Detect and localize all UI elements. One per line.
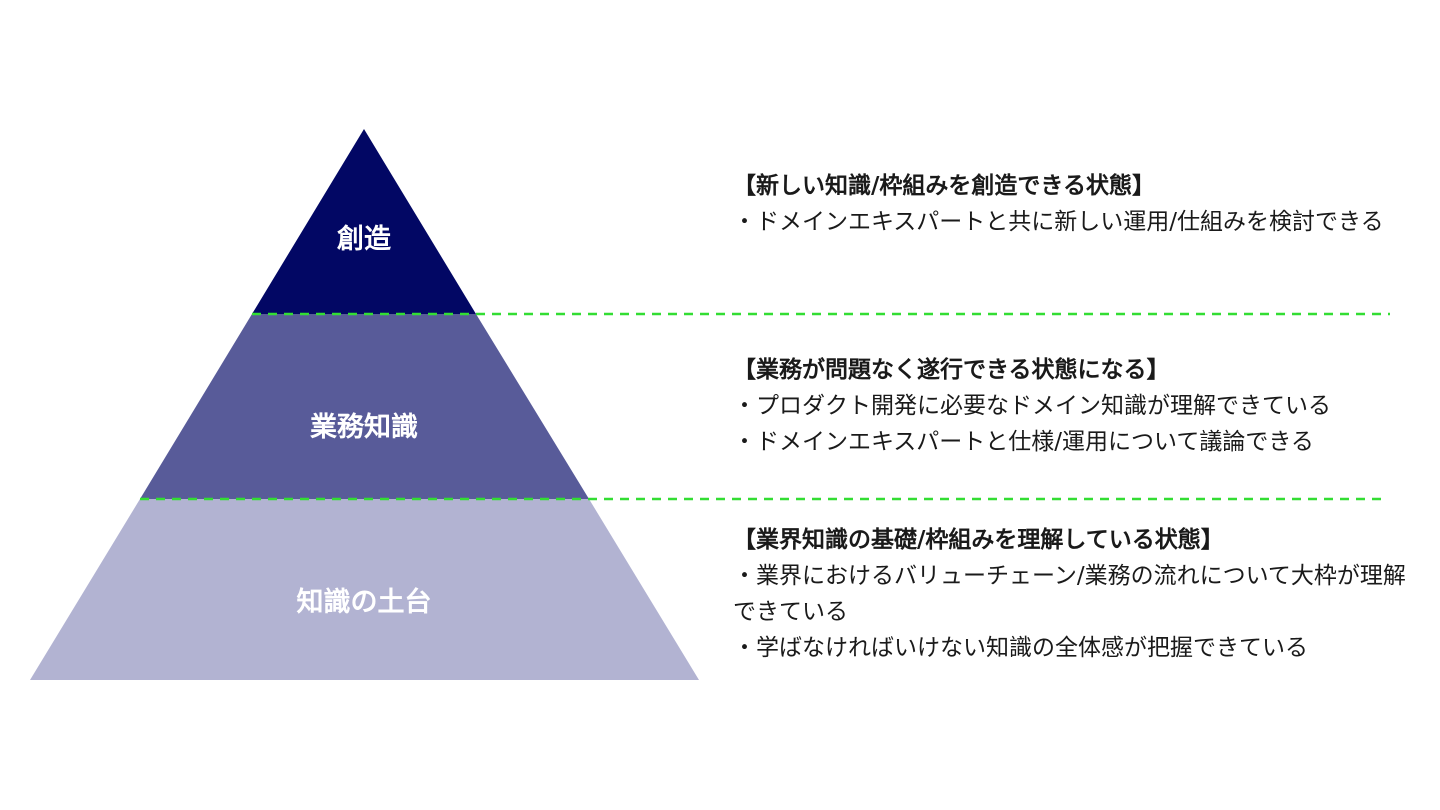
- description-middle-bullet-2: ・ドメインエキスパートと仕様/運用について議論できる: [733, 429, 1314, 455]
- description-bottom: 【業界知識の基礎/枠組みを理解している状態】 ・業界におけるバリューチェーン/業…: [733, 522, 1413, 666]
- description-bottom-heading: 【業界知識の基礎/枠組みを理解している状態】: [733, 527, 1224, 553]
- description-bottom-bullet-2: ・学ばなければいけない知識の全体感が把握できている: [733, 635, 1308, 661]
- description-middle-bullet-1: ・プロダクト開発に必要なドメイン知識が理解できている: [733, 393, 1331, 419]
- tier-label-bottom: 知識の土台: [297, 586, 432, 618]
- description-top-heading: 【新しい知識/枠組みを創造できる状態】: [733, 173, 1155, 199]
- description-middle-heading: 【業務が問題なく遂行できる状態になる】: [733, 357, 1170, 383]
- description-middle: 【業務が問題なく遂行できる状態になる】 ・プロダクト開発に必要なドメイン知識が理…: [733, 352, 1413, 460]
- description-bottom-bullet-1: ・業界におけるバリューチェーン/業務の流れについて大枠が理解できている: [733, 563, 1406, 625]
- pyramid-tier-top: [252, 129, 476, 314]
- tier-label-middle: 業務知識: [310, 412, 418, 443]
- pyramid-tier-middle: [140, 314, 589, 499]
- description-top: 【新しい知識/枠組みを創造できる状態】 ・ドメインエキスパートと共に新しい運用/…: [733, 168, 1413, 240]
- description-top-bullet-1: ・ドメインエキスパートと共に新しい運用/仕組みを検討できる: [733, 209, 1384, 235]
- tier-label-top: 創造: [337, 224, 391, 255]
- pyramid-tier-bottom: [30, 499, 699, 680]
